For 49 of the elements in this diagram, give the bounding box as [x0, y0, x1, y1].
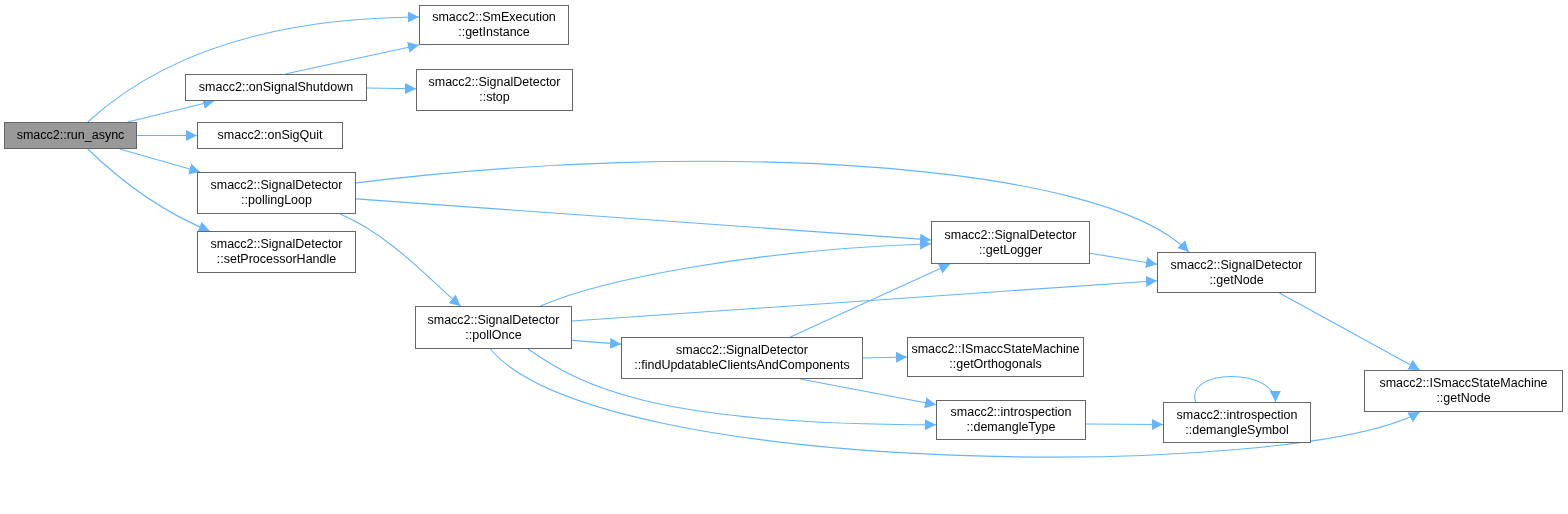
function-box [416, 69, 573, 111]
arrow [284, 41, 420, 75]
function-box [415, 306, 572, 349]
arrow [1194, 375, 1279, 403]
function-box [621, 337, 863, 379]
function-name: smacc2::ISmaccStateMachine ::getOrthogonals [911, 342, 1080, 372]
function-name: smacc2::SignalDetector ::findUpdatableClientsAndComponents [633, 343, 851, 373]
arrow [789, 263, 951, 338]
function-name: smacc2::SignalDetector ::getNode [1169, 257, 1304, 288]
function-name: smacc2::onSigQuit [217, 128, 323, 143]
function-name: smacc2::introspection ::demangleSymbol [1175, 407, 1299, 438]
function-name: smacc2::SignalDetector ::setProcessorHandle [209, 237, 344, 267]
arrow [136, 130, 198, 141]
arrow [119, 148, 201, 175]
arrow [355, 160, 1190, 253]
arrow [1089, 252, 1158, 268]
function-box [1364, 370, 1563, 412]
function-box [1157, 252, 1316, 293]
function-name: smacc2::SignalDetector ::stop [427, 75, 562, 105]
arrow [1278, 292, 1421, 371]
arrow [87, 11, 420, 123]
function-name: smacc2::SmExecution ::getInstance [431, 10, 557, 40]
function-name: smacc2::SignalDetector ::getLogger [943, 227, 1078, 258]
function-box [197, 122, 343, 149]
highlighted-function-box [4, 122, 137, 149]
function-name: smacc2::SignalDetector ::pollingLoop [209, 178, 344, 208]
function-name: smacc2::onSignalShutdown [198, 80, 354, 95]
arrow [355, 198, 932, 245]
function-name: smacc2::SignalDetector ::pollOnce [426, 312, 561, 343]
function-box [185, 74, 367, 101]
arrow [862, 351, 908, 363]
arrow [540, 238, 932, 307]
arrow [87, 148, 211, 232]
function-box [931, 221, 1090, 264]
function-box [936, 400, 1086, 440]
function-name: smacc2::run_async [16, 128, 125, 143]
arrow [571, 337, 622, 349]
arrow [527, 348, 937, 431]
function-box [419, 5, 569, 45]
arrow [339, 213, 462, 307]
arrow [571, 275, 1158, 322]
function-box [197, 231, 356, 273]
arrow [366, 83, 417, 95]
arrow [1085, 418, 1164, 430]
function-box [1163, 402, 1311, 443]
function-box [197, 172, 356, 214]
function-name: smacc2::ISmaccStateMachine ::getNode [1378, 376, 1549, 406]
function-name: smacc2::introspection ::demangleType [949, 405, 1073, 435]
arrow [489, 348, 1421, 458]
